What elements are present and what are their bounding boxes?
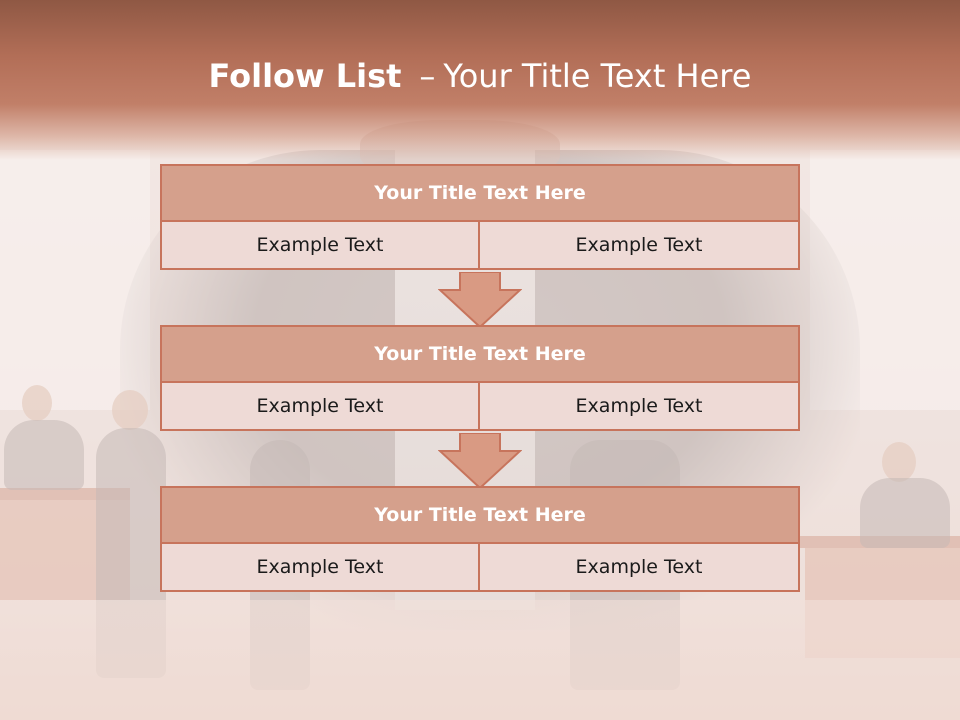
down-arrow-icon [438, 272, 522, 328]
title-rest: Your Title Text Here [443, 57, 752, 95]
block-cell-right: Example Text [480, 383, 798, 429]
block-cell-right: Example Text [480, 544, 798, 590]
list-block-3: Your Title Text Here Example Text Exampl… [160, 486, 800, 592]
title-dash: – [419, 57, 436, 95]
block-title: Your Title Text Here [162, 327, 798, 383]
block-cell-left: Example Text [162, 544, 480, 590]
down-arrow-icon [438, 433, 522, 489]
header-band [0, 0, 960, 160]
block-cell-left: Example Text [162, 222, 480, 268]
block-title: Your Title Text Here [162, 488, 798, 544]
man-phone-head [112, 390, 148, 430]
block-cell-right: Example Text [480, 222, 798, 268]
woman-left [4, 420, 84, 490]
block-title: Your Title Text Here [162, 166, 798, 222]
slide-title: Follow List–Your Title Text Here [0, 56, 960, 96]
woman-left-head [22, 385, 52, 421]
block-cell-left: Example Text [162, 383, 480, 429]
list-block-1: Your Title Text Here Example Text Exampl… [160, 164, 800, 270]
woman-right-head [882, 442, 916, 482]
floor [0, 600, 960, 720]
title-strong: Follow List [208, 57, 402, 95]
list-block-2: Your Title Text Here Example Text Exampl… [160, 325, 800, 431]
woman-right [860, 478, 950, 548]
